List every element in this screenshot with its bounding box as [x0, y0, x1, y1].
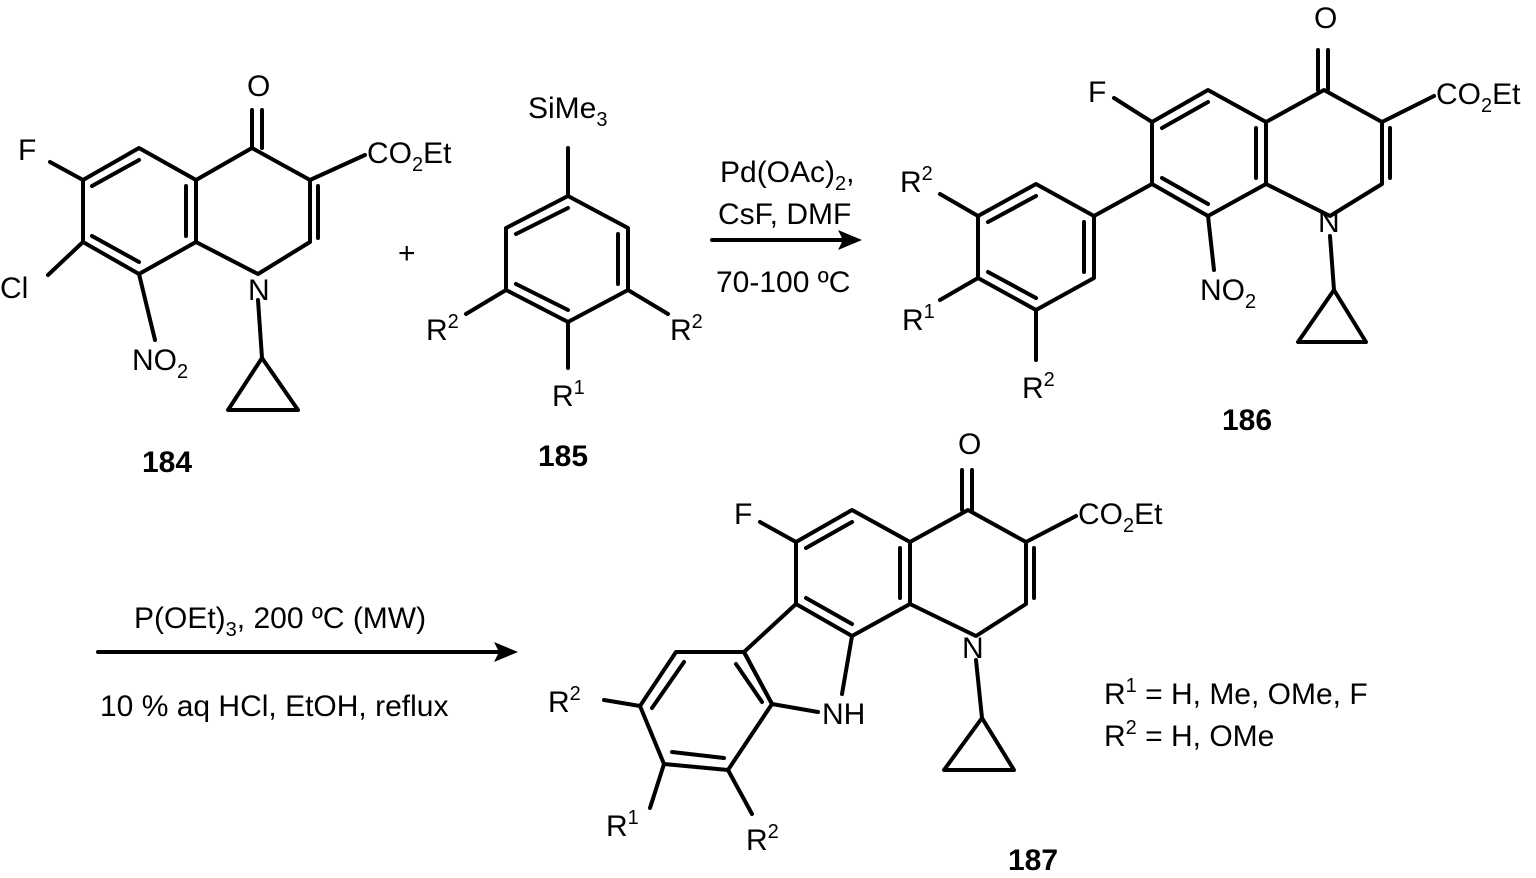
reagent-base-solvent-label: CsF, DMF: [718, 198, 851, 231]
reagent-palladium-label: Pd(OAc)2,: [720, 156, 855, 195]
reagent-phosphite-label: P(OEt)3, 200 ºC (MW): [134, 602, 426, 641]
c187-fluorine-label: F: [734, 498, 752, 531]
c184-fluorine-label: F: [18, 134, 36, 167]
c186-nitrogen-label: N: [1318, 206, 1340, 239]
c185-r1-label: R1: [552, 377, 585, 413]
plus-sign: +: [398, 237, 416, 270]
c185-silyl-label: SiMe3: [528, 92, 607, 131]
compound-186-label: 186: [1222, 404, 1272, 437]
compound-186-structure: [938, 48, 1436, 362]
c186-r2-top-label: R2: [900, 163, 933, 199]
reaction2-workup-label: 10 % aq HCl, EtOH, reflux: [100, 690, 448, 723]
legend-r2-definition: R2 = H, OMe: [1104, 717, 1274, 753]
reaction-arrow-2: [96, 642, 518, 662]
c186-r1-label: R1: [902, 301, 935, 337]
compound-187-label: 187: [1008, 844, 1058, 877]
c186-oxygen-label: O: [1314, 2, 1337, 35]
c187-r2-top-label: R2: [548, 683, 581, 719]
c184-oxygen-label: O: [247, 70, 270, 103]
compound-185-label: 185: [538, 440, 588, 473]
compound-185-structure: [464, 146, 670, 370]
c184-nitro-label: NO2: [132, 344, 188, 383]
c184-ester-label: CO2Et: [367, 137, 452, 176]
c184-chlorine-label: Cl: [0, 272, 28, 305]
c186-r2-bottom-label: R2: [1022, 369, 1055, 405]
compound-187-structure: [602, 468, 1078, 816]
c185-r2-right-label: R2: [670, 311, 703, 347]
c187-ester-label: CO2Et: [1078, 498, 1163, 537]
c186-ester-label: CO2Et: [1436, 78, 1521, 117]
compound-184-structure: [46, 108, 367, 412]
reaction1-temperature-label: 70-100 ºC: [716, 266, 850, 299]
c186-fluorine-label: F: [1088, 76, 1106, 109]
c187-nitrogen-label: N: [962, 632, 984, 665]
c187-r1-label: R1: [606, 807, 639, 843]
legend-r1-definition: R1 = H, Me, OMe, F: [1104, 675, 1368, 711]
c184-nitrogen-label: N: [248, 274, 270, 307]
c187-r2-bottom-label: R2: [746, 821, 779, 857]
c186-nitro-label: NO2: [1200, 274, 1256, 313]
c185-r2-left-label: R2: [426, 311, 459, 347]
reaction-arrow-1: [710, 230, 862, 250]
compound-184-label: 184: [142, 446, 192, 479]
c187-nh-label: NH: [822, 698, 865, 731]
c187-oxygen-label: O: [958, 428, 981, 461]
